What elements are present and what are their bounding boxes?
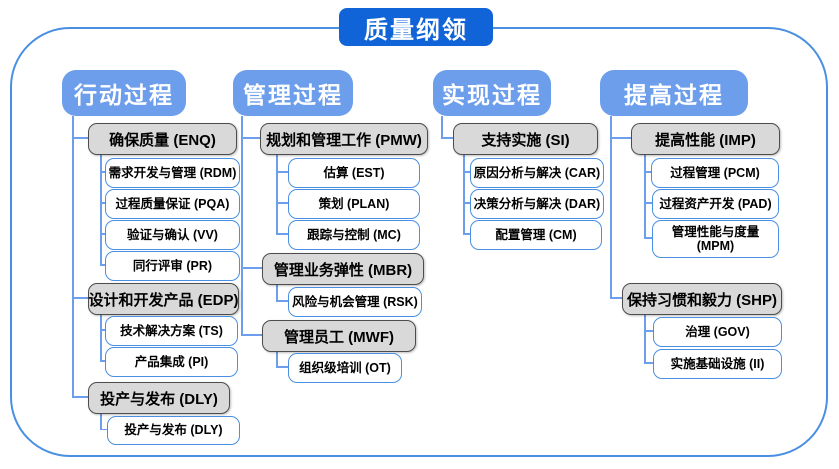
column-header-improvement-process: 提高过程 [600, 70, 748, 116]
connector-line [441, 137, 453, 139]
node-edp: 设计和开发产品 (EDP) [88, 283, 239, 315]
connector-line [241, 137, 260, 139]
node-vv: 验证与确认 (VV) [105, 220, 240, 250]
connector-line [72, 396, 88, 398]
node-shp: 保持习惯和毅力 (SHP) [622, 283, 782, 315]
connector-line [610, 137, 631, 139]
connector-line [241, 334, 262, 336]
connector-line [276, 202, 288, 204]
node-enq: 确保质量 (ENQ) [88, 123, 237, 155]
connector-line [100, 171, 105, 173]
node-ii: 实施基础设施 (II) [653, 349, 782, 379]
diagram-title: 质量纲领 [339, 8, 493, 46]
connector-line [644, 313, 646, 363]
column-header-management-process: 管理过程 [233, 70, 353, 116]
connector-line [276, 171, 288, 173]
node-mc: 跟踪与控制 (MC) [288, 220, 420, 250]
connector-line [100, 412, 102, 430]
connector-line [72, 297, 88, 299]
connector-line [441, 116, 443, 138]
node-pi: 产品集成 (PI) [105, 347, 238, 377]
node-gov: 治理 (GOV) [653, 317, 782, 347]
node-pr: 同行评审 (PR) [105, 251, 240, 281]
connector-line [100, 264, 105, 266]
connector-line [610, 297, 622, 299]
connector-line [463, 153, 465, 234]
connector-line [463, 171, 470, 173]
connector-line [276, 350, 278, 367]
connector-line [72, 137, 88, 139]
node-rdm: 需求开发与管理 (RDM) [105, 158, 240, 188]
connector-line [276, 233, 288, 235]
node-ts: 技术解决方案 (TS) [105, 316, 238, 346]
connector-line [100, 153, 102, 265]
connector-line [644, 237, 652, 239]
connector-line [276, 300, 288, 302]
node-imp: 提高性能 (IMP) [631, 123, 780, 155]
connector-line [276, 283, 278, 301]
connector-line [100, 202, 105, 204]
node-mwf: 管理员工 (MWF) [262, 320, 416, 352]
column-header-realization-process: 实现过程 [433, 70, 551, 116]
connector-line [463, 233, 470, 235]
connector-line [72, 116, 74, 397]
connector-line [644, 202, 652, 204]
connector-line [276, 366, 288, 368]
node-pcm: 过程管理 (PCM) [651, 158, 779, 188]
connector-line [100, 428, 107, 431]
node-mbr: 管理业务弹性 (MBR) [262, 253, 424, 285]
connector-line [100, 313, 102, 361]
node-dly: 投产与发布 (DLY) [88, 382, 230, 414]
connector-line [644, 362, 653, 364]
connector-line [100, 329, 105, 331]
node-si: 支持实施 (SI) [453, 123, 598, 155]
node-pqa: 过程质量保证 (PQA) [105, 189, 240, 219]
node-dly: 投产与发布 (DLY) [107, 416, 240, 445]
connector-line [644, 171, 651, 173]
connector-line [610, 116, 612, 298]
node-ot: 组织级培训 (OT) [288, 353, 402, 383]
node-mpm: 管理性能与度量 (MPM) [652, 220, 779, 258]
connector-line [100, 233, 105, 235]
connector-line [463, 202, 470, 204]
connector-line [100, 360, 105, 362]
node-pmw: 规划和管理工作 (PMW) [260, 123, 428, 155]
column-header-action-process: 行动过程 [62, 70, 186, 116]
node-est: 估算 (EST) [288, 158, 420, 188]
connector-line [276, 153, 278, 234]
connector-line [241, 267, 262, 269]
node-plan: 策划 (PLAN) [288, 189, 420, 219]
connector-line [241, 116, 243, 335]
connector-line [644, 153, 646, 238]
node-rsk: 风险与机会管理 (RSK) [288, 287, 422, 317]
node-car: 原因分析与解决 (CAR) [470, 158, 604, 188]
node-cm: 配置管理 (CM) [470, 220, 602, 250]
node-pad: 过程资产开发 (PAD) [652, 189, 779, 219]
node-dar: 决策分析与解决 (DAR) [470, 189, 604, 219]
connector-line [644, 330, 653, 332]
